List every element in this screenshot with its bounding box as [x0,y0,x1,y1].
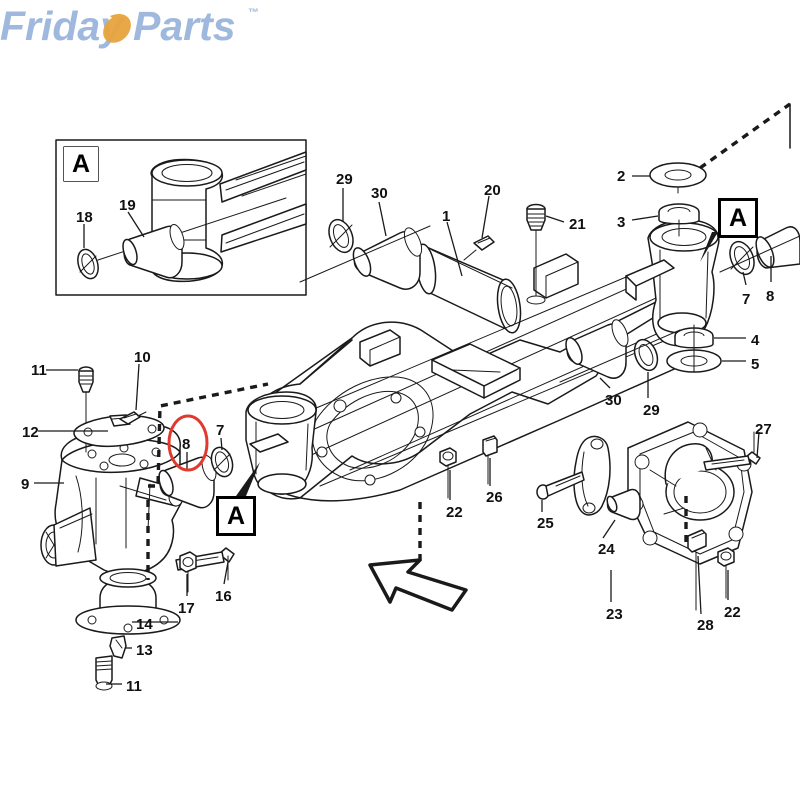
callout-7-right: 7 [742,291,751,308]
seal-3 [658,203,700,237]
bolt-27 [703,431,761,471]
callout-17: 17 [178,600,195,617]
callout-13: 13 [136,642,153,659]
callout-30-lower: 30 [605,392,622,409]
inset-seal-18 [77,248,99,280]
dashed-path-upper-right [699,102,791,170]
callout-2: 2 [617,168,626,185]
callout-8-highlighted: 8 [182,436,191,453]
axle-housing-beam [257,218,720,502]
highlight-ring-part-8 [167,414,209,472]
nut-17 [179,551,197,593]
leader-lines [34,175,772,685]
callout-23: 23 [606,606,623,623]
callout-27: 27 [755,421,772,438]
callout-11-top: 11 [31,362,47,379]
callout-21: 21 [569,216,586,233]
callout-18: 18 [76,209,93,226]
nut-22-right [717,547,735,599]
washer-2 [649,162,707,194]
callout-5: 5 [751,356,760,373]
inset-bushing-19 [122,223,185,279]
plug-28 [687,529,707,611]
callout-19: 19 [119,197,136,214]
spacer-24 [606,488,641,521]
dashed-assembly-path-left [148,382,269,488]
direction-arrow [368,558,468,612]
detail-a-pointer-bottom [236,462,260,496]
callout-25: 25 [537,515,554,532]
callout-20: 20 [484,182,501,199]
seal-29-upper [328,218,354,254]
callout-7-left: 7 [216,422,225,439]
callout-14: 14 [136,616,153,633]
callout-24: 24 [598,541,615,558]
detail-box-a-top: A [718,198,758,238]
washer-5 [666,324,722,373]
callout-11-bottom: 11 [126,678,142,695]
screw-10 [119,411,147,425]
callout-10: 10 [134,349,151,366]
bolt-21 [526,203,546,305]
callout-30-upper: 30 [371,185,388,202]
bolt-25 [536,471,585,500]
steering-knuckle-9 [40,425,190,575]
bushing-8-right [719,226,800,273]
nut-22-left [439,447,457,499]
callout-1: 1 [442,208,451,225]
callout-12: 12 [22,424,39,441]
callout-22-left: 22 [446,504,463,521]
inset-detail-label-a: A [64,147,98,181]
callout-29-upper: 29 [336,171,353,188]
retainer-plate-12 [73,414,165,448]
callout-3: 3 [617,214,626,231]
left-kingpin-boss [245,391,317,495]
spacer-26 [482,435,498,485]
bolt-11-top [78,366,94,453]
detail-a-pointer-top [700,232,718,262]
screw-20 [463,235,495,261]
detail-view-a-inset [55,139,307,296]
seal-7-right [729,240,755,276]
callout-9: 9 [21,476,30,493]
bushing-30-upper [299,225,431,290]
bushing-8-left [158,454,217,509]
lower-kingpin-cap-14 [75,568,181,691]
detail-box-a-bottom: A [216,496,256,536]
callout-16: 16 [215,588,232,605]
callout-28: 28 [697,617,714,634]
seal-7-left [210,446,234,478]
callout-26: 26 [486,489,503,506]
callout-29-lower: 29 [643,402,660,419]
bearing-cap [573,435,611,516]
callout-22-right: 22 [724,604,741,621]
callout-8-right: 8 [766,288,775,305]
bushing-30-lower [565,319,629,379]
seal-29-lower [559,329,681,383]
callout-4: 4 [751,332,760,349]
